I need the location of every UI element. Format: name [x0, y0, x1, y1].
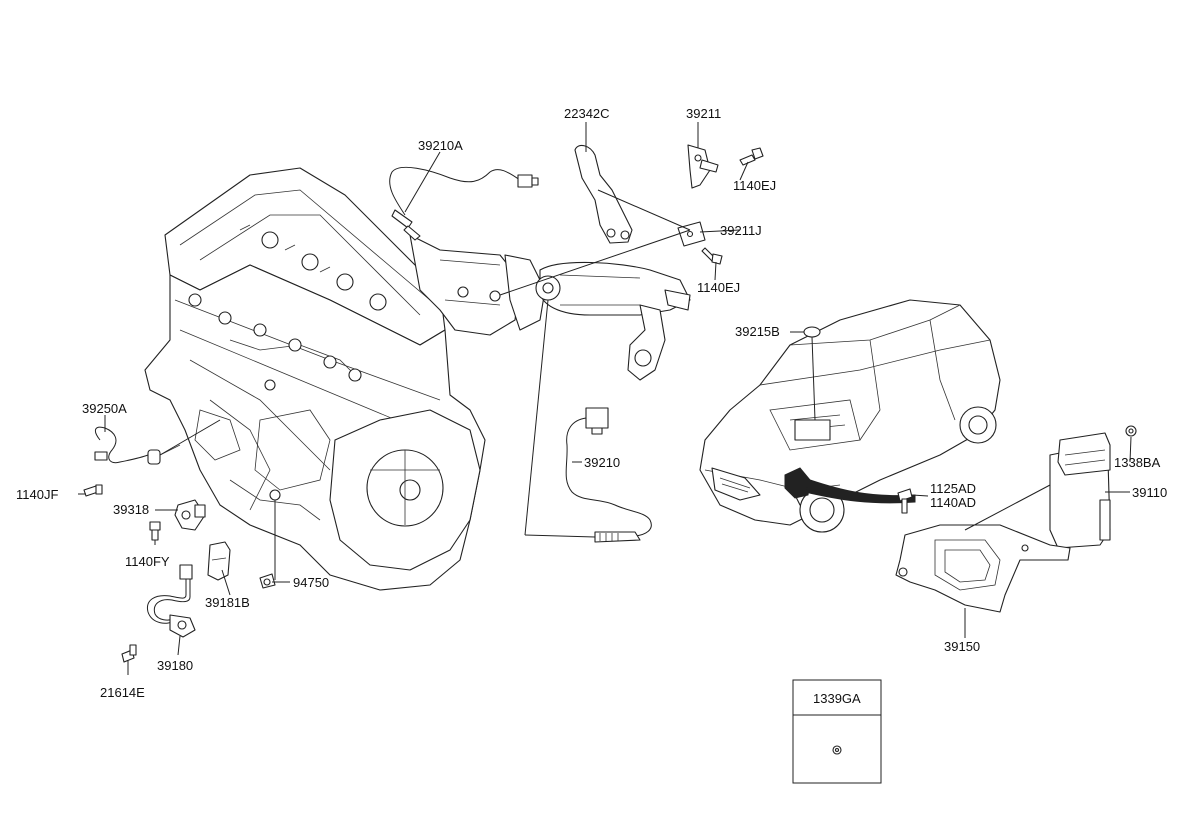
- heat-protector-bracket: [574, 144, 633, 244]
- knock-sensor-39250a: [94, 426, 181, 465]
- label-1338ba: 1338BA: [1114, 455, 1161, 470]
- bolt-21614e: [121, 644, 137, 663]
- label-21614e: 21614E: [100, 685, 145, 700]
- label-39180: 39180: [157, 658, 193, 673]
- label-1140ej-upper: 1140EJ: [733, 178, 776, 193]
- bolt-1125ad: [897, 488, 913, 514]
- vehicle-illustration: [699, 299, 1001, 533]
- bolt-1140fy: [149, 521, 161, 541]
- ecm-unit-39110: [1049, 432, 1111, 549]
- label-1140fy: 1140FY: [125, 554, 170, 569]
- leader-lines: [78, 122, 1132, 675]
- crank-position-sensor-39180: [146, 564, 196, 638]
- label-39110: 39110: [1132, 485, 1167, 500]
- exhaust-manifold-assembly: [409, 234, 691, 381]
- label-39215b: 39215B: [735, 324, 780, 339]
- label-1125ad: 1125AD: [930, 481, 976, 496]
- inset-box-1339ga: [792, 679, 882, 784]
- cam-position-sensor-39318: [174, 499, 206, 531]
- oxygen-sensor-downstream: [565, 407, 652, 543]
- nut-1338ba: [1125, 425, 1137, 437]
- part-labels: 22342C 39211 39210A 1140EJ 39211J 1140EJ…: [16, 106, 1167, 706]
- label-39211j: 39211J: [720, 223, 762, 238]
- label-1140jf: 1140JF: [16, 487, 58, 502]
- label-39318: 39318: [113, 502, 149, 517]
- bracket-39181b: [207, 541, 231, 581]
- ring-39215b: [803, 326, 821, 338]
- bolt-1140jf: [83, 484, 103, 497]
- label-22342c: 22342C: [564, 106, 610, 121]
- sensor-94750: [259, 573, 276, 589]
- label-1140ad: 1140AD: [930, 495, 976, 510]
- engine-assembly: [144, 167, 486, 591]
- label-39181b: 39181B: [205, 595, 250, 610]
- sensor-bracket-39211: [687, 144, 719, 189]
- label-39210: 39210: [584, 455, 620, 470]
- label-39211: 39211: [686, 106, 721, 121]
- label-39210a: 39210A: [418, 138, 463, 153]
- label-1140ej-lower: 1140EJ: [697, 280, 740, 295]
- label-39150: 39150: [944, 639, 980, 654]
- ecm-bracket-39150: [895, 524, 1071, 613]
- bolt-1140ej-lower: [701, 247, 723, 265]
- bolt-1140ej-upper: [739, 147, 764, 166]
- label-94750: 94750: [293, 575, 329, 590]
- label-1339ga: 1339GA: [813, 691, 861, 706]
- label-39250a: 39250A: [82, 401, 127, 416]
- oxygen-sensor-upstream: [389, 166, 539, 241]
- bracket-39211j: [677, 221, 706, 247]
